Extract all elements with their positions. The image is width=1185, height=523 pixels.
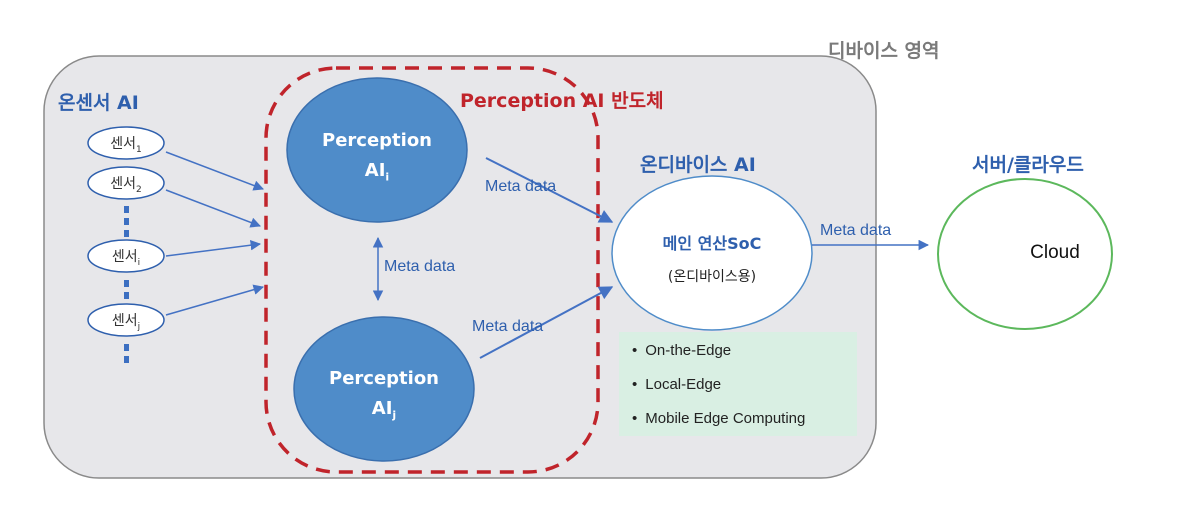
meta-data-label-bottom: Meta data xyxy=(472,318,544,335)
sensor-ellipsis-dot xyxy=(124,344,129,351)
sensor-ellipsis-dot xyxy=(124,206,129,213)
sensor-j-oval xyxy=(87,303,165,337)
edge-item-on-the-edge: On-the-Edge xyxy=(632,342,731,359)
sensor-ellipsis-dot xyxy=(124,218,129,225)
meta-data-label-cloud: Meta data xyxy=(820,222,892,239)
arrow-sensor-i xyxy=(165,239,262,257)
sensor-i-label: 센서i xyxy=(111,249,141,268)
edge-item-mobile-edge-computing: Mobile Edge Computing xyxy=(632,410,805,427)
soc-subtitle: (온디바이스용) xyxy=(667,269,757,285)
arrow-sensor-2 xyxy=(165,189,261,228)
arrow-sensor-j xyxy=(165,284,265,316)
perception-ai-j-title: Perception xyxy=(329,368,439,389)
meta-data-label-top: Meta data xyxy=(485,178,557,195)
meta-data-label-middle: Meta data xyxy=(384,258,456,275)
sensor-ellipsis-dot xyxy=(124,230,129,237)
sensor-ellipsis-dot xyxy=(124,356,129,363)
sensor-ellipsis-dot xyxy=(124,292,129,299)
perception-ai-j-circle xyxy=(293,316,475,462)
perception-ai-i-title: Perception xyxy=(322,130,432,151)
cloud-circle xyxy=(937,178,1113,330)
sensor-2-oval xyxy=(87,166,165,200)
soc-title: 메인 연산SoC xyxy=(662,234,762,253)
edge-item-local-edge: Local-Edge xyxy=(632,376,721,393)
sensor-2-label: 센서2 xyxy=(110,176,142,195)
device-area-label: 디바이스 영역 xyxy=(828,40,940,62)
sensor-1-oval xyxy=(87,126,165,160)
sensor-1-label: 센서1 xyxy=(110,136,142,155)
perception-ai-i-circle xyxy=(286,77,468,223)
perception-ai-i-name: AIi xyxy=(364,160,390,184)
perception-ai-j-name: AIj xyxy=(371,398,397,422)
soc-circle xyxy=(611,175,813,331)
cloud-label: Cloud xyxy=(1030,242,1080,263)
arrow-sensor-1 xyxy=(165,151,264,191)
on-device-ai-label: 온디바이스 AI xyxy=(640,154,756,176)
perception-chip-boundary xyxy=(264,66,600,474)
arrow-perception-j-to-soc xyxy=(479,286,614,359)
arrow-perception-i-to-soc xyxy=(485,157,614,223)
perception-chip-label: Perception AI 반도체 xyxy=(460,90,664,112)
sensor-i-oval xyxy=(87,239,165,273)
sensor-j-label: 센서j xyxy=(111,313,141,332)
on-sensor-ai-label: 온센서 AI xyxy=(58,92,139,114)
sensor-ellipsis-dot xyxy=(124,280,129,287)
server-cloud-label: 서버/클라우드 xyxy=(972,154,1084,176)
